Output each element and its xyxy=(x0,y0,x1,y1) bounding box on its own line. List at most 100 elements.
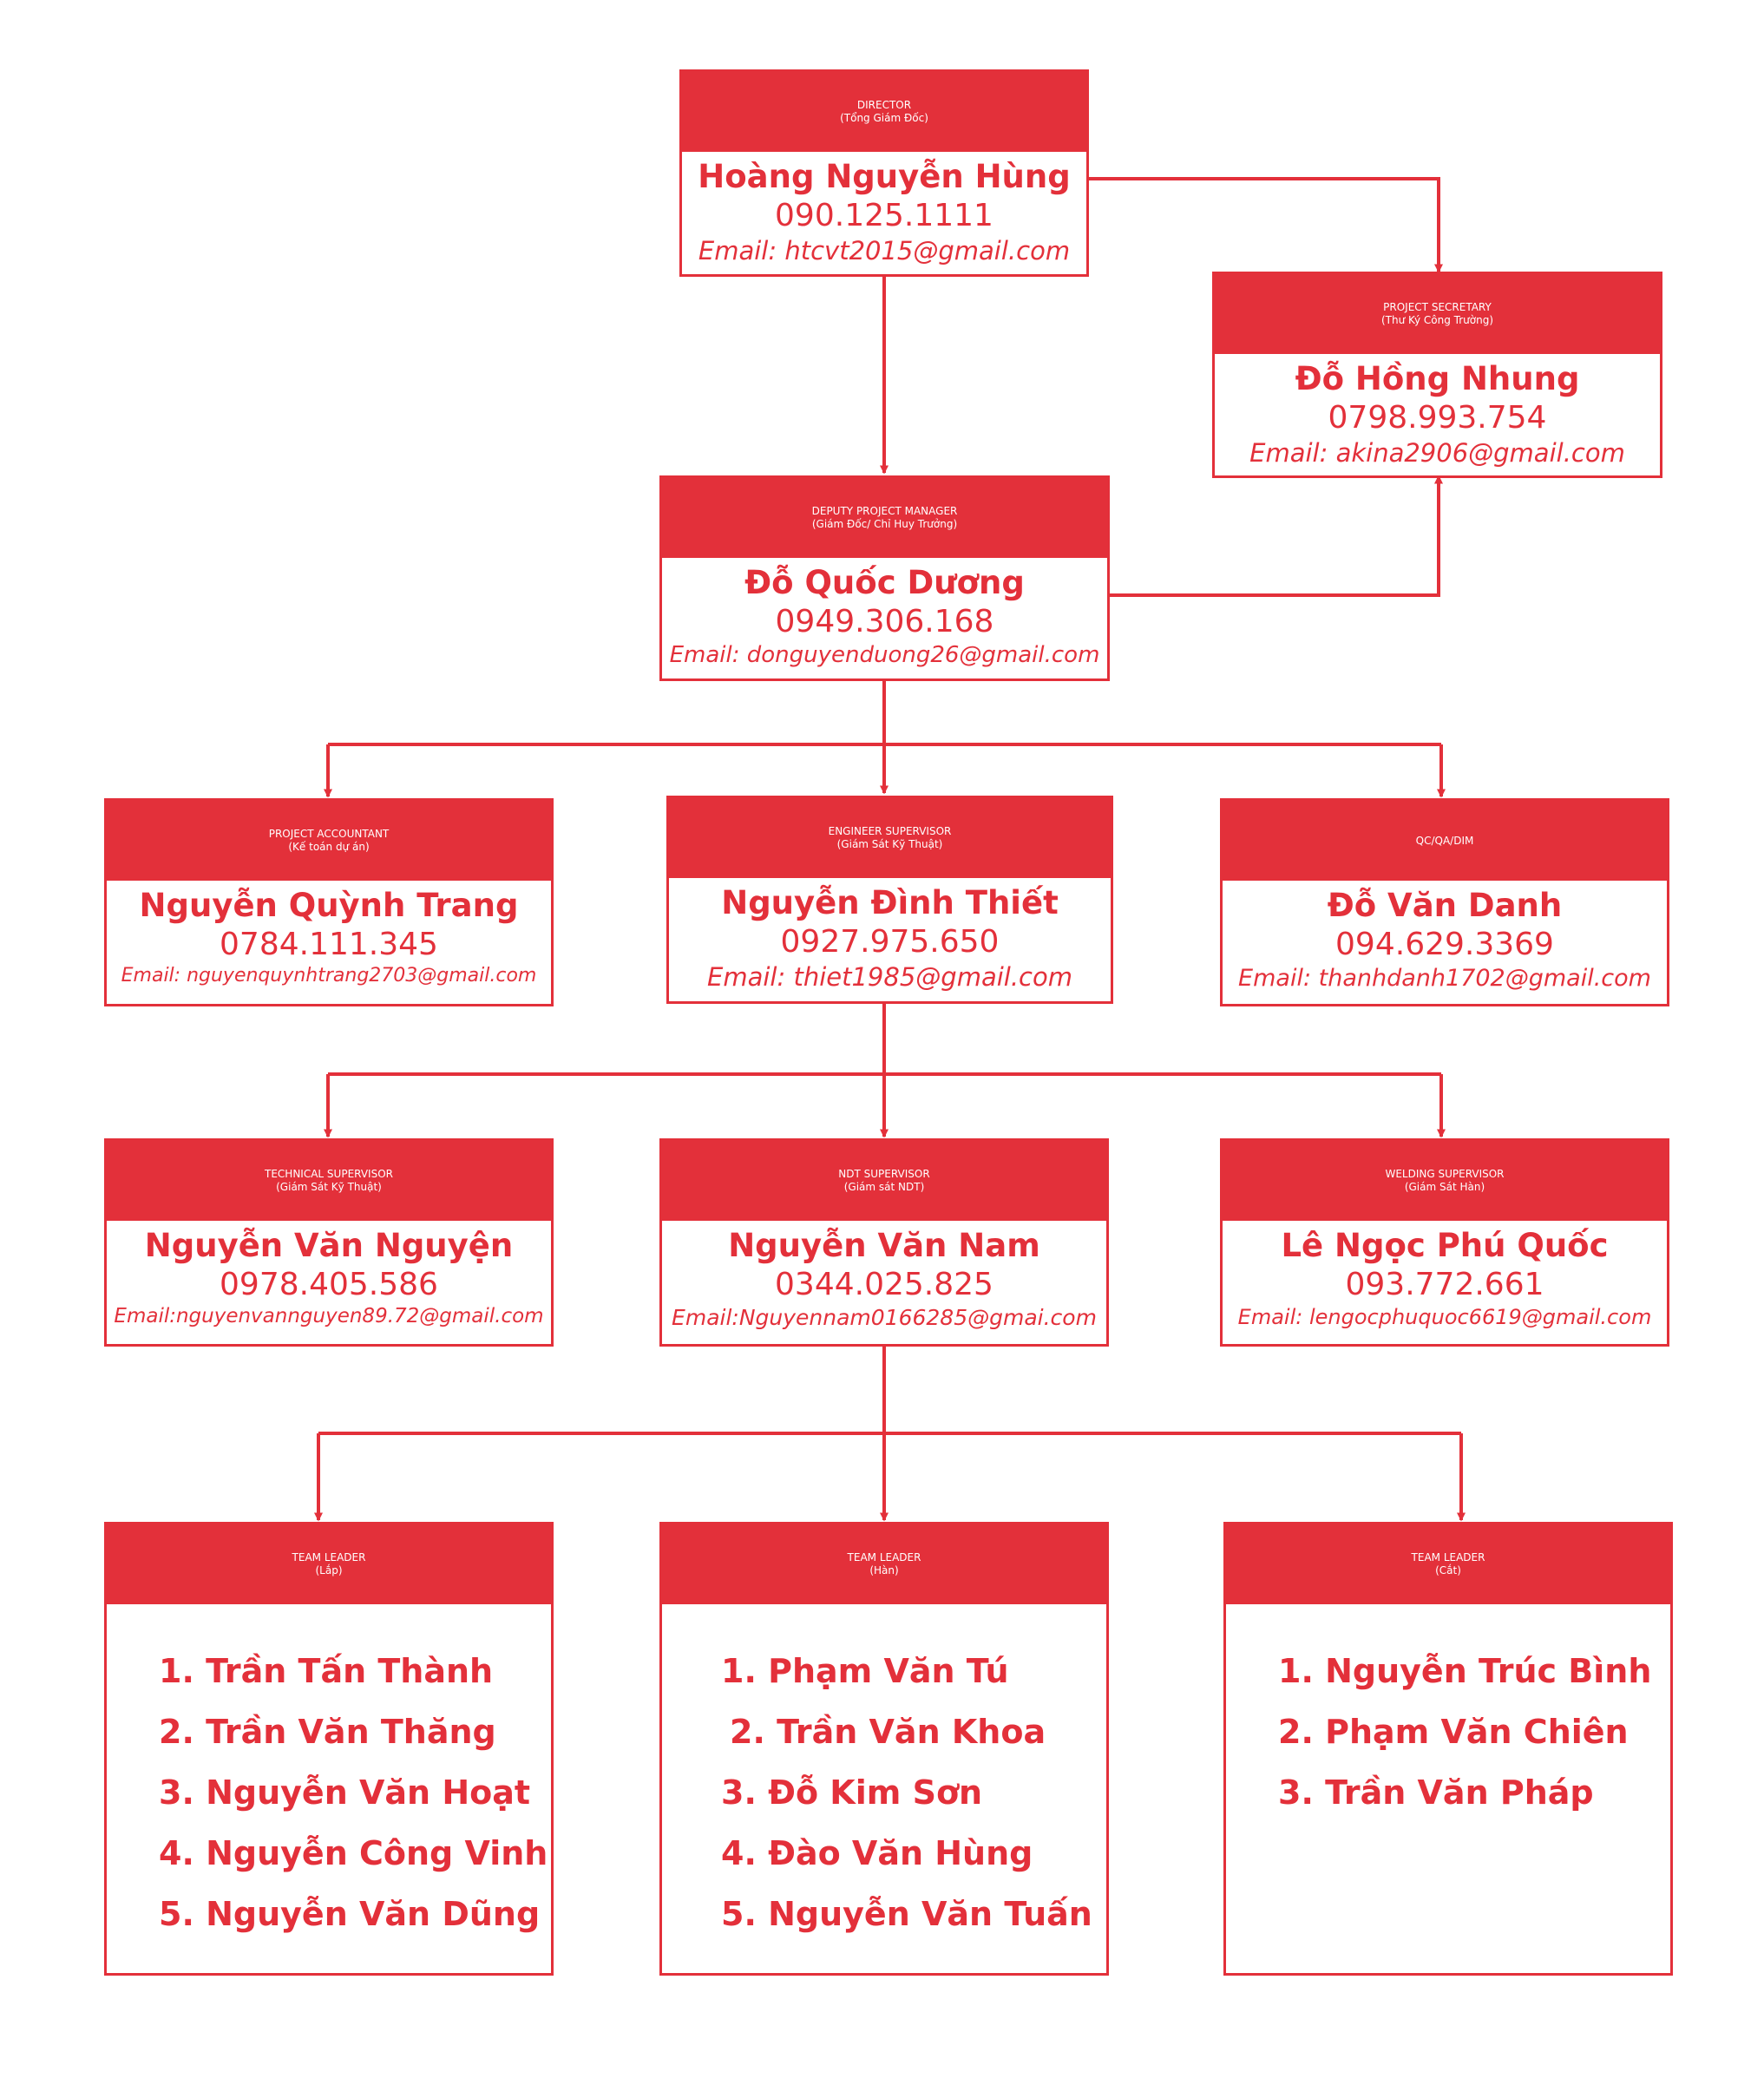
qc-qa-dim-box: QC/QA/DIM Đỗ Văn Danh 094.629.3369 Email… xyxy=(1220,798,1669,1006)
secretary-contact: Đỗ Hồng Nhung 0798.993.754 Email: akina2… xyxy=(1215,354,1660,471)
role-subtitle: (Cắt) xyxy=(1435,1564,1461,1577)
deputy-manager-header: DEPUTY PROJECT MANAGER (Giám Đốc/ Chỉ Hu… xyxy=(662,478,1107,558)
phone-number: 0798.993.754 xyxy=(1328,400,1547,436)
email-address: Email: nguyenquynhtrang2703@gmail.com xyxy=(121,965,537,987)
team-member-list: 1. Phạm Văn Tú 2. Trần Văn Khoa 3. Đỗ Ki… xyxy=(662,1604,1106,1944)
team-member: 5. Nguyễn Văn Tuấn xyxy=(721,1895,1092,1933)
role-title: PROJECT SECRETARY xyxy=(1383,301,1492,313)
role-subtitle: (Giám Đốc/ Chỉ Huy Trưởng) xyxy=(811,518,958,530)
qc-qa-dim-header: QC/QA/DIM xyxy=(1223,801,1667,881)
person-name: Đỗ Hồng Nhung xyxy=(1295,360,1580,397)
email-address: Email: donguyenduong26@gmail.com xyxy=(669,642,1100,669)
team-member: 4. Nguyễn Công Vinh xyxy=(159,1834,548,1872)
director-box: DIRECTOR (Tổng Giám Đốc) Hoàng Nguyễn Hù… xyxy=(679,69,1089,277)
phone-number: 090.125.1111 xyxy=(775,198,993,234)
email-address: Email: akina2906@gmail.com xyxy=(1249,438,1625,469)
person-name: Nguyễn Văn Nam xyxy=(728,1227,1040,1264)
team-member: 2. Trần Văn Thăng xyxy=(159,1713,496,1751)
accountant-box: PROJECT ACCOUNTANT (Kế toán dự án) Nguyễ… xyxy=(104,798,554,1006)
role-subtitle: (Kế toán dự án) xyxy=(288,841,370,853)
welding-supervisor-box: WELDING SUPERVISOR (Giám Sát Hàn) Lê Ngọ… xyxy=(1220,1138,1669,1347)
technical-supervisor-contact: Nguyễn Văn Nguyện 0978.405.586 Email:ngu… xyxy=(107,1221,551,1330)
role-subtitle: (Giám sát NDT) xyxy=(843,1181,925,1193)
person-name: Đỗ Quốc Dương xyxy=(744,564,1025,601)
role-subtitle: (Giám Sát Kỹ Thuật) xyxy=(276,1181,382,1193)
role-subtitle: (Tổng Giám Đốc) xyxy=(840,112,928,124)
phone-number: 0927.975.650 xyxy=(780,924,1000,960)
team-member: 1. Phạm Văn Tú xyxy=(721,1652,1009,1690)
person-name: Nguyễn Đình Thiết xyxy=(721,884,1059,921)
director-contact: Hoàng Nguyễn Hùng 090.125.1111 Email: ht… xyxy=(682,152,1086,269)
role-subtitle: (Hàn) xyxy=(869,1564,899,1577)
engineer-supervisor-box: ENGINEER SUPERVISOR (Giám Sát Kỹ Thuật) … xyxy=(666,796,1113,1004)
team-leader-han-box: TEAM LEADER (Hàn) 1. Phạm Văn Tú 2. Trần… xyxy=(659,1522,1109,1976)
email-address: Email: lengocphuquoc6619@gmail.com xyxy=(1237,1305,1652,1330)
role-title: DEPUTY PROJECT MANAGER xyxy=(811,505,958,517)
team-member: 3. Đỗ Kim Sơn xyxy=(721,1773,983,1812)
ndt-supervisor-box: NDT SUPERVISOR (Giám sát NDT) Nguyễn Văn… xyxy=(659,1138,1109,1347)
email-address: Email: thanhdanh1702@gmail.com xyxy=(1238,965,1651,993)
phone-number: 0784.111.345 xyxy=(220,927,438,963)
role-title: TECHNICAL SUPERVISOR xyxy=(265,1168,393,1180)
team-leader-han-header: TEAM LEADER (Hàn) xyxy=(662,1524,1106,1604)
accountant-contact: Nguyễn Quỳnh Trang 0784.111.345 Email: n… xyxy=(107,881,551,989)
ndt-supervisor-header: NDT SUPERVISOR (Giám sát NDT) xyxy=(662,1141,1106,1221)
person-name: Nguyễn Văn Nguyện xyxy=(144,1227,514,1264)
person-name: Hoàng Nguyễn Hùng xyxy=(698,158,1071,195)
team-member: 3. Trần Văn Pháp xyxy=(1278,1773,1594,1812)
team-leader-cat-header: TEAM LEADER (Cắt) xyxy=(1226,1524,1670,1604)
team-member: 1. Nguyễn Trúc Bình xyxy=(1278,1652,1652,1690)
role-title: TEAM LEADER xyxy=(847,1551,921,1563)
person-name: Nguyễn Quỳnh Trang xyxy=(139,887,519,924)
role-subtitle: (Giám Sát Kỹ Thuật) xyxy=(836,838,943,850)
email-address: Email:nguyenvannguyen89.72@gmail.com xyxy=(114,1305,544,1328)
phone-number: 0344.025.825 xyxy=(775,1267,993,1303)
team-member: 1. Trần Tấn Thành xyxy=(159,1652,494,1690)
qc-qa-dim-contact: Đỗ Văn Danh 094.629.3369 Email: thanhdan… xyxy=(1223,881,1667,995)
team-member: 2. Trần Văn Khoa xyxy=(730,1713,1046,1751)
phone-number: 093.772.661 xyxy=(1345,1267,1544,1303)
team-leader-lap-box: TEAM LEADER (Lắp) 1. Trần Tấn Thành 2. T… xyxy=(104,1522,554,1976)
accountant-header: PROJECT ACCOUNTANT (Kế toán dự án) xyxy=(107,801,551,881)
team-leader-cat-box: TEAM LEADER (Cắt) 1. Nguyễn Trúc Bình 2.… xyxy=(1223,1522,1673,1976)
email-address: Email: htcvt2015@gmail.com xyxy=(698,236,1071,266)
role-title: WELDING SUPERVISOR xyxy=(1385,1168,1505,1180)
arrow-director-to-secretary xyxy=(1087,177,1443,273)
phone-number: 094.629.3369 xyxy=(1335,927,1554,963)
email-address: Email:Nguyennam0166285@gmai.com xyxy=(672,1305,1097,1331)
engineer-supervisor-contact: Nguyễn Đình Thiết 0927.975.650 Email: th… xyxy=(669,878,1111,995)
technical-supervisor-header: TECHNICAL SUPERVISOR (Giám Sát Kỹ Thuật) xyxy=(107,1141,551,1221)
phone-number: 0949.306.168 xyxy=(775,604,994,640)
engineer-supervisor-header: ENGINEER SUPERVISOR (Giám Sát Kỹ Thuật) xyxy=(669,798,1111,878)
technical-supervisor-box: TECHNICAL SUPERVISOR (Giám Sát Kỹ Thuật)… xyxy=(104,1138,554,1347)
person-name: Đỗ Văn Danh xyxy=(1327,887,1563,924)
role-title: TEAM LEADER xyxy=(1411,1551,1485,1563)
role-title: QC/QA/DIM xyxy=(1415,834,1474,847)
arrow-deputy-to-secretary xyxy=(1106,475,1443,597)
team-leader-lap-header: TEAM LEADER (Lắp) xyxy=(107,1524,551,1604)
team-member: 4. Đào Văn Hùng xyxy=(721,1834,1033,1872)
role-title: TEAM LEADER xyxy=(292,1551,366,1563)
role-subtitle: (Giám Sát Hàn) xyxy=(1404,1181,1485,1193)
secretary-header: PROJECT SECRETARY (Thư Ký Công Trường) xyxy=(1215,274,1660,354)
director-header: DIRECTOR (Tổng Giám Đốc) xyxy=(682,72,1086,152)
role-title: DIRECTOR xyxy=(856,99,912,111)
role-title: NDT SUPERVISOR xyxy=(838,1168,930,1180)
role-title: ENGINEER SUPERVISOR xyxy=(828,825,952,837)
team-member: 2. Phạm Văn Chiên xyxy=(1278,1713,1629,1751)
role-subtitle: (Thư Ký Công Trường) xyxy=(1380,314,1494,326)
phone-number: 0978.405.586 xyxy=(220,1267,438,1303)
role-title: PROJECT ACCOUNTANT xyxy=(268,828,390,840)
team-member: 3. Nguyễn Văn Hoạt xyxy=(159,1773,531,1812)
deputy-manager-box: DEPUTY PROJECT MANAGER (Giám Đốc/ Chỉ Hu… xyxy=(659,475,1110,681)
ndt-supervisor-contact: Nguyễn Văn Nam 0344.025.825 Email:Nguyen… xyxy=(662,1221,1106,1333)
welding-supervisor-header: WELDING SUPERVISOR (Giám Sát Hàn) xyxy=(1223,1141,1667,1221)
team-member: 5. Nguyễn Văn Dũng xyxy=(159,1895,541,1933)
deputy-manager-contact: Đỗ Quốc Dương 0949.306.168 Email: donguy… xyxy=(662,558,1107,672)
email-address: Email: thiet1985@gmail.com xyxy=(707,962,1072,993)
welding-supervisor-contact: Lê Ngọc Phú Quốc 093.772.661 Email: leng… xyxy=(1223,1221,1667,1332)
person-name: Lê Ngọc Phú Quốc xyxy=(1281,1227,1609,1264)
team-member-list: 1. Nguyễn Trúc Bình 2. Phạm Văn Chiên 3.… xyxy=(1226,1604,1670,1823)
secretary-box: PROJECT SECRETARY (Thư Ký Công Trường) Đ… xyxy=(1212,272,1662,478)
